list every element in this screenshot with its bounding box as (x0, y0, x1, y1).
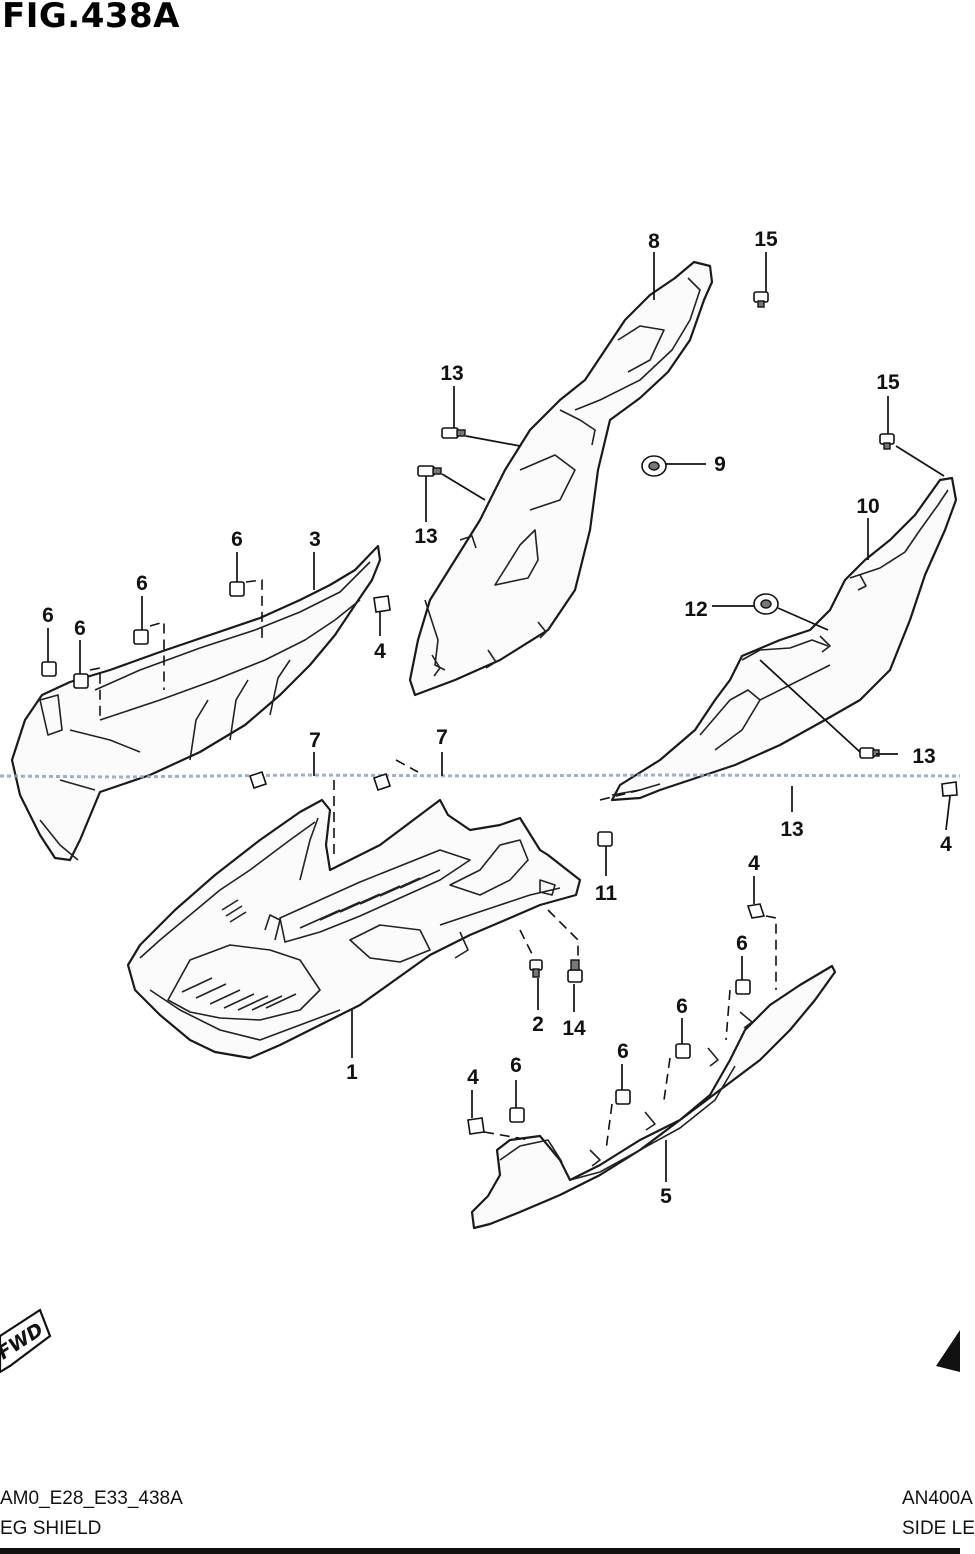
leader-12-b (777, 607, 829, 631)
nut-6-f (675, 1043, 691, 1059)
clip-7-a (248, 770, 268, 790)
callout-6-e: 6 (736, 932, 748, 955)
part-8-leg-shield-upper (408, 260, 714, 697)
guide-13d (599, 789, 641, 801)
callout-8: 8 (648, 230, 660, 253)
guide-4d (483, 1131, 531, 1141)
clip-7-b (372, 772, 392, 792)
direction-arrow-right (936, 1330, 960, 1372)
part-5-leg-shield-lower (470, 964, 837, 1230)
guide-6f (663, 1057, 671, 1101)
callout-14: 14 (562, 1017, 586, 1040)
callout-1: 1 (346, 1061, 358, 1084)
callout-2: 2 (532, 1013, 544, 1036)
callout-4-a: 4 (374, 640, 386, 663)
callout-6-c: 6 (136, 572, 148, 595)
footer-right-name: SIDE LE (902, 1518, 975, 1539)
callout-15-right: 15 (876, 371, 900, 394)
footer-left-code: AM0_E28_E33_438A (0, 1488, 183, 1509)
clip-4-d (467, 1117, 485, 1135)
nut-6-d (229, 581, 245, 597)
callout-6-a: 6 (42, 604, 54, 627)
part-3-side-rail (10, 544, 382, 862)
guide-4c (765, 915, 777, 990)
screw-13-b (417, 465, 442, 477)
nut-6-e (735, 979, 751, 995)
scan-artifact-line (0, 773, 961, 779)
callout-4-c: 4 (748, 852, 760, 875)
callout-3: 3 (309, 528, 321, 551)
guide-6b (89, 667, 101, 716)
callout-11: 11 (595, 882, 618, 905)
callout-9: 9 (714, 453, 726, 476)
nut-6-h (509, 1107, 525, 1123)
part-10-leg-shield-right (610, 476, 958, 802)
nut-11 (597, 831, 613, 847)
guide-14 (547, 909, 579, 960)
callout-5: 5 (660, 1185, 672, 1208)
footer-left-name: EG SHIELD (0, 1518, 102, 1539)
leader-13c-b (759, 659, 861, 753)
callout-6-f: 6 (676, 995, 688, 1018)
callout-4-d: 4 (467, 1066, 479, 1089)
footer-right-code: AN400A (902, 1488, 973, 1509)
grommet-12 (753, 593, 779, 615)
grommet-9 (641, 455, 667, 477)
callout-7-a: 7 (309, 729, 321, 752)
leader-13b-b (441, 473, 486, 501)
nut-6-a (41, 661, 57, 677)
guide-6d (245, 579, 263, 640)
screw-13-a (441, 427, 466, 439)
callout-10: 10 (856, 495, 879, 518)
part-1-floor-panel (126, 798, 582, 1060)
callout-13-lower: 13 (780, 818, 803, 841)
callout-13-mid: 13 (414, 525, 437, 548)
callout-13-right: 13 (912, 745, 935, 768)
fwd-direction-badge: FWD (0, 1308, 52, 1374)
callout-13-upper: 13 (440, 362, 463, 385)
guide-6e (725, 989, 731, 1041)
guide-2 (519, 929, 535, 959)
figure-title: FIG.438A (2, 0, 180, 36)
nut-6-c (133, 629, 149, 645)
callout-6-g: 6 (617, 1040, 629, 1063)
callout-7-b: 7 (436, 726, 448, 749)
callout-6-h: 6 (510, 1054, 522, 1077)
guide-6g (605, 1103, 613, 1151)
clip-4-b (941, 781, 958, 797)
screw-15-upper (753, 291, 769, 308)
clip-4-a (373, 595, 391, 613)
screw-2 (529, 959, 543, 978)
callout-4-b: 4 (940, 833, 952, 856)
clip-4-c (746, 903, 766, 919)
screw-13-c (859, 747, 880, 759)
leader-4b (945, 795, 951, 831)
callout-6-b: 6 (74, 617, 86, 640)
nut-6-g (615, 1089, 631, 1105)
leader-15b-b (895, 445, 945, 477)
callout-15-upper: 15 (754, 228, 778, 251)
guide-6c (149, 620, 165, 690)
callout-6-d: 6 (231, 528, 243, 551)
screw-15-right (879, 433, 895, 450)
guide-7b (395, 759, 419, 773)
nut-6-b (73, 673, 89, 689)
callout-12: 12 (684, 598, 707, 621)
leader-13a-b (465, 435, 521, 447)
rivet-14 (567, 959, 583, 983)
bottom-rule (0, 1548, 960, 1554)
